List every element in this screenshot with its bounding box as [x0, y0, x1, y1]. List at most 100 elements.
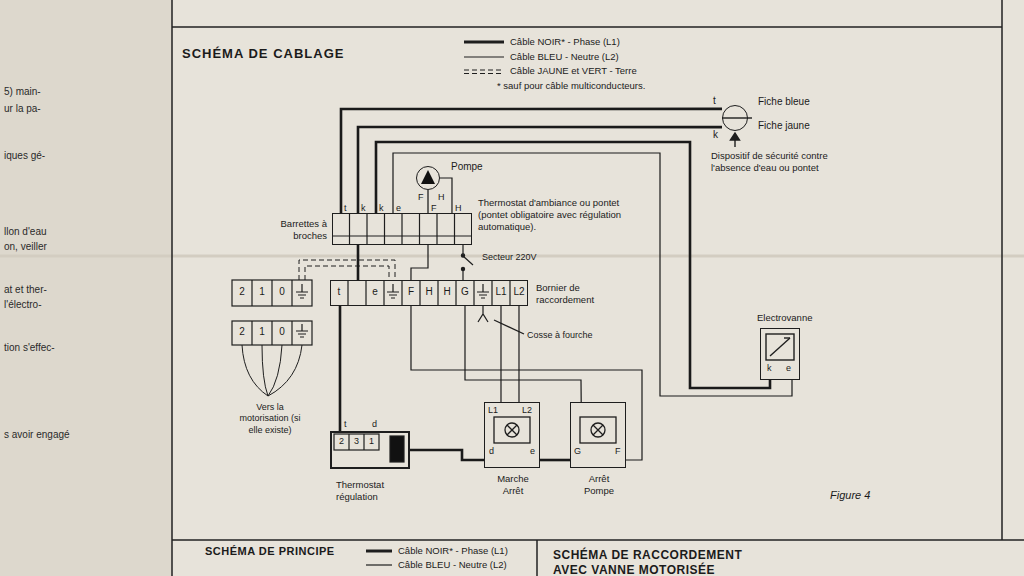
- legend-sample: [464, 70, 504, 71]
- margin-text: on, veiller: [4, 241, 47, 254]
- legend-sample: [366, 550, 392, 553]
- terminal-cells: [473, 280, 474, 306]
- frame-line: [172, 26, 1002, 28]
- solenoid-valve-box: Electrovanne: [760, 328, 800, 380]
- safety-device-symbol: [731, 133, 740, 140]
- solenoid-symbol: [784, 337, 790, 338]
- motor-cable: [242, 345, 268, 396]
- switch-symbol: [505, 423, 519, 437]
- terminal-number: 1: [364, 436, 379, 447]
- wire: [427, 190, 428, 213]
- thermostat-symbol: [348, 434, 349, 450]
- terminal-cells: [436, 213, 437, 245]
- legend-sample: [464, 73, 504, 74]
- node-label: Barrettes à broches: [277, 218, 327, 242]
- annotation-note: Vers la motorisation (si elle existe): [232, 402, 308, 436]
- section-heading: SCHÉMA DE PRINCIPE: [205, 545, 335, 559]
- thermostat-symbol: [363, 434, 364, 450]
- pin-name: k: [361, 203, 366, 214]
- ground-symbol: [477, 284, 489, 298]
- plug-label: Fiche bleue: [758, 96, 810, 109]
- legend-sample: [464, 56, 504, 57]
- terminal-name: L1: [492, 286, 510, 299]
- switch-symbol: [494, 417, 530, 443]
- pin-name: H: [438, 192, 445, 203]
- pump-symbol: [421, 170, 435, 184]
- room-thermostat-switch: [462, 270, 463, 280]
- terminal-cells: [251, 321, 252, 345]
- earth-wire: [299, 260, 395, 280]
- wire: [540, 459, 570, 462]
- room-thermostat-switch: [463, 256, 473, 265]
- footnote: * sauf pour câble multiconducteurs.: [497, 80, 645, 92]
- node-label: Bornier de raccordement: [536, 282, 614, 306]
- pin-name: k: [379, 203, 384, 214]
- pin-name: d: [489, 446, 494, 457]
- legend-text: Câble BLEU - Neutre (L2): [510, 51, 619, 63]
- terminal-cells: [419, 213, 420, 245]
- wire: [357, 245, 360, 280]
- legend-text: Câble NOIR* - Phase (L1): [510, 36, 620, 48]
- node-label: Pompe: [451, 161, 483, 174]
- legend-sample: [464, 41, 504, 44]
- terminal-cells: [419, 280, 420, 306]
- terminal-cells: [365, 280, 366, 306]
- terminal-number: 2: [334, 436, 349, 447]
- legend-text: Câble JAUNE et VERT - Terre: [510, 65, 637, 77]
- switch-box: Arrêt Pompe: [570, 402, 626, 468]
- motor-cable: [242, 345, 302, 396]
- margin-text: l'électro-: [4, 299, 41, 312]
- terminal-cells: [509, 280, 510, 306]
- section-heading: SCHÉMA DE RACCORDEMENT AVEC VANNE MOTORI…: [553, 548, 773, 576]
- terminal-number: 0: [272, 286, 292, 299]
- switch-symbol: [580, 417, 616, 443]
- node-label: Marche Arrêt: [488, 473, 538, 497]
- terminal-cells: [232, 280, 312, 306]
- margin-text: 5) main-: [4, 86, 41, 99]
- pin-name: L1: [488, 405, 498, 416]
- terminal-name: F: [402, 286, 420, 299]
- room-thermostat-switch: [461, 245, 473, 280]
- terminal-number: 1: [252, 286, 272, 299]
- terminal-number: 3: [349, 436, 364, 447]
- wire: [339, 306, 342, 431]
- diagram-title: SCHÉMA DE CABLAGE: [182, 46, 344, 62]
- ground-symbol: [296, 324, 308, 337]
- frame-line: [1001, 0, 1003, 540]
- callout-label: Cosse à fourche: [527, 330, 593, 341]
- pin-name: L2: [522, 405, 532, 416]
- terminal-cells: [291, 280, 292, 306]
- pin-name: F: [431, 203, 437, 214]
- room-thermostat-switch: [462, 245, 463, 254]
- wire: [500, 306, 501, 402]
- ground-symbol: [296, 284, 308, 298]
- pin-name: G: [574, 446, 581, 457]
- terminal-cells: [251, 280, 252, 306]
- pump-symbol: [421, 170, 435, 184]
- legend-sample: [366, 564, 392, 565]
- earth-wire: [305, 266, 389, 280]
- safety-device-circle: Dispositif de sécurité contre l'absence …: [722, 105, 748, 131]
- pin-name: t: [713, 95, 716, 108]
- switch-symbol: [593, 425, 603, 435]
- pin-name: t: [344, 419, 347, 430]
- terminal-cells: [271, 321, 272, 345]
- frame-line: [536, 540, 538, 576]
- terminal-cells: [349, 213, 350, 245]
- terminal-cells: [401, 213, 402, 245]
- earth-wire: [299, 260, 395, 280]
- legend-sample: [366, 42, 504, 565]
- annotation-note: Thermostat d'ambiance ou pontet (pontet …: [478, 197, 638, 233]
- margin-text: tion s'effec-: [4, 342, 55, 355]
- terminal-cells: [491, 280, 492, 306]
- terminal-name: L2: [510, 286, 528, 299]
- terminal-cells: [366, 213, 367, 245]
- terminal-cells: [383, 280, 384, 306]
- terminal-name: G: [456, 286, 474, 299]
- margin-text: llon d'eau: [4, 226, 47, 239]
- ground-symbol: [387, 284, 399, 298]
- pin-name: k: [767, 363, 772, 374]
- wire: [410, 450, 484, 460]
